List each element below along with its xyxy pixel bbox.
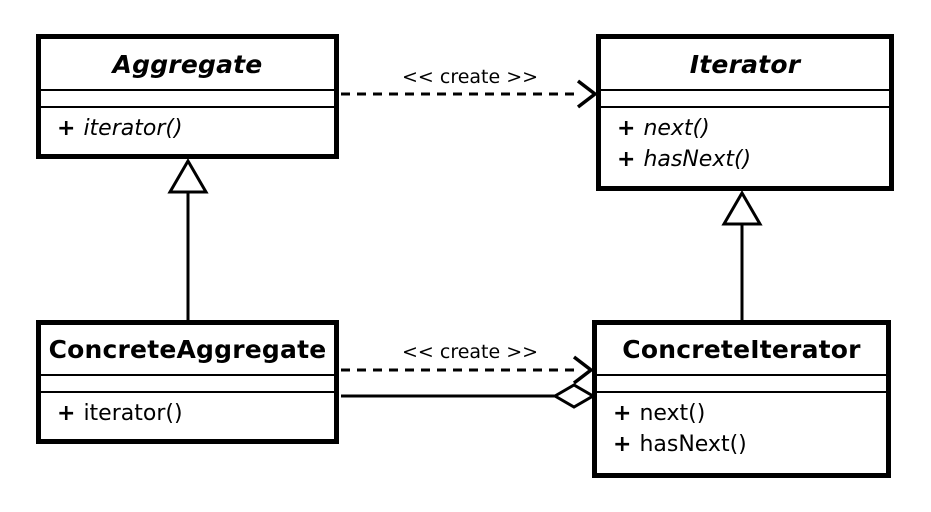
- operation-row: + next(): [613, 398, 886, 429]
- operations-compartment-concrete-aggregate: + iterator(): [41, 393, 334, 439]
- relationship-aggregation: [341, 383, 596, 409]
- class-box-concrete-iterator[interactable]: ConcreteIterator + next() + hasNext(): [592, 320, 891, 478]
- attributes-compartment-concrete-aggregate: [41, 374, 334, 393]
- operation-row: + iterator(): [57, 398, 334, 429]
- class-box-concrete-aggregate[interactable]: ConcreteAggregate + iterator(): [36, 320, 339, 444]
- operations-compartment-aggregate: + iterator(): [41, 108, 334, 154]
- operation-signature: next(): [643, 116, 710, 141]
- visibility-marker: +: [617, 116, 636, 141]
- visibility-marker: +: [57, 116, 76, 141]
- stereotype-label-create-top: << create >>: [398, 66, 543, 88]
- operation-signature: iterator(): [83, 116, 183, 141]
- visibility-marker: +: [613, 401, 632, 426]
- relationship-create-bottom: [341, 355, 594, 385]
- visibility-marker: +: [617, 147, 636, 172]
- class-box-iterator[interactable]: Iterator + next() + hasNext(): [596, 34, 894, 191]
- visibility-marker: +: [613, 432, 632, 457]
- operation-signature: next(): [639, 401, 706, 426]
- relationship-generalization-iterator: [721, 190, 763, 320]
- operations-compartment-concrete-iterator: + next() + hasNext(): [597, 393, 886, 473]
- attributes-compartment-iterator: [601, 89, 889, 108]
- operations-compartment-iterator: + next() + hasNext(): [601, 108, 889, 186]
- operation-signature: hasNext(): [639, 432, 747, 457]
- attributes-compartment-concrete-iterator: [597, 374, 886, 393]
- visibility-marker: +: [57, 401, 76, 426]
- class-name-iterator: Iterator: [689, 49, 801, 79]
- operation-row: + iterator(): [57, 113, 334, 144]
- relationship-create-top: [341, 79, 598, 109]
- stereotype-label-create-bottom: << create >>: [398, 341, 543, 363]
- relationship-generalization-aggregate: [167, 158, 209, 320]
- class-name-aggregate: Aggregate: [112, 49, 263, 79]
- operation-row: + next(): [617, 113, 889, 144]
- operation-signature: hasNext(): [643, 147, 752, 172]
- attributes-compartment-aggregate: [41, 89, 334, 108]
- class-name-concrete-aggregate: ConcreteAggregate: [48, 335, 327, 364]
- class-name-concrete-iterator: ConcreteIterator: [622, 335, 861, 364]
- operation-row: + hasNext(): [613, 429, 886, 460]
- class-box-aggregate[interactable]: Aggregate + iterator(): [36, 34, 339, 159]
- operation-row: + hasNext(): [617, 144, 889, 175]
- operation-signature: iterator(): [83, 401, 183, 426]
